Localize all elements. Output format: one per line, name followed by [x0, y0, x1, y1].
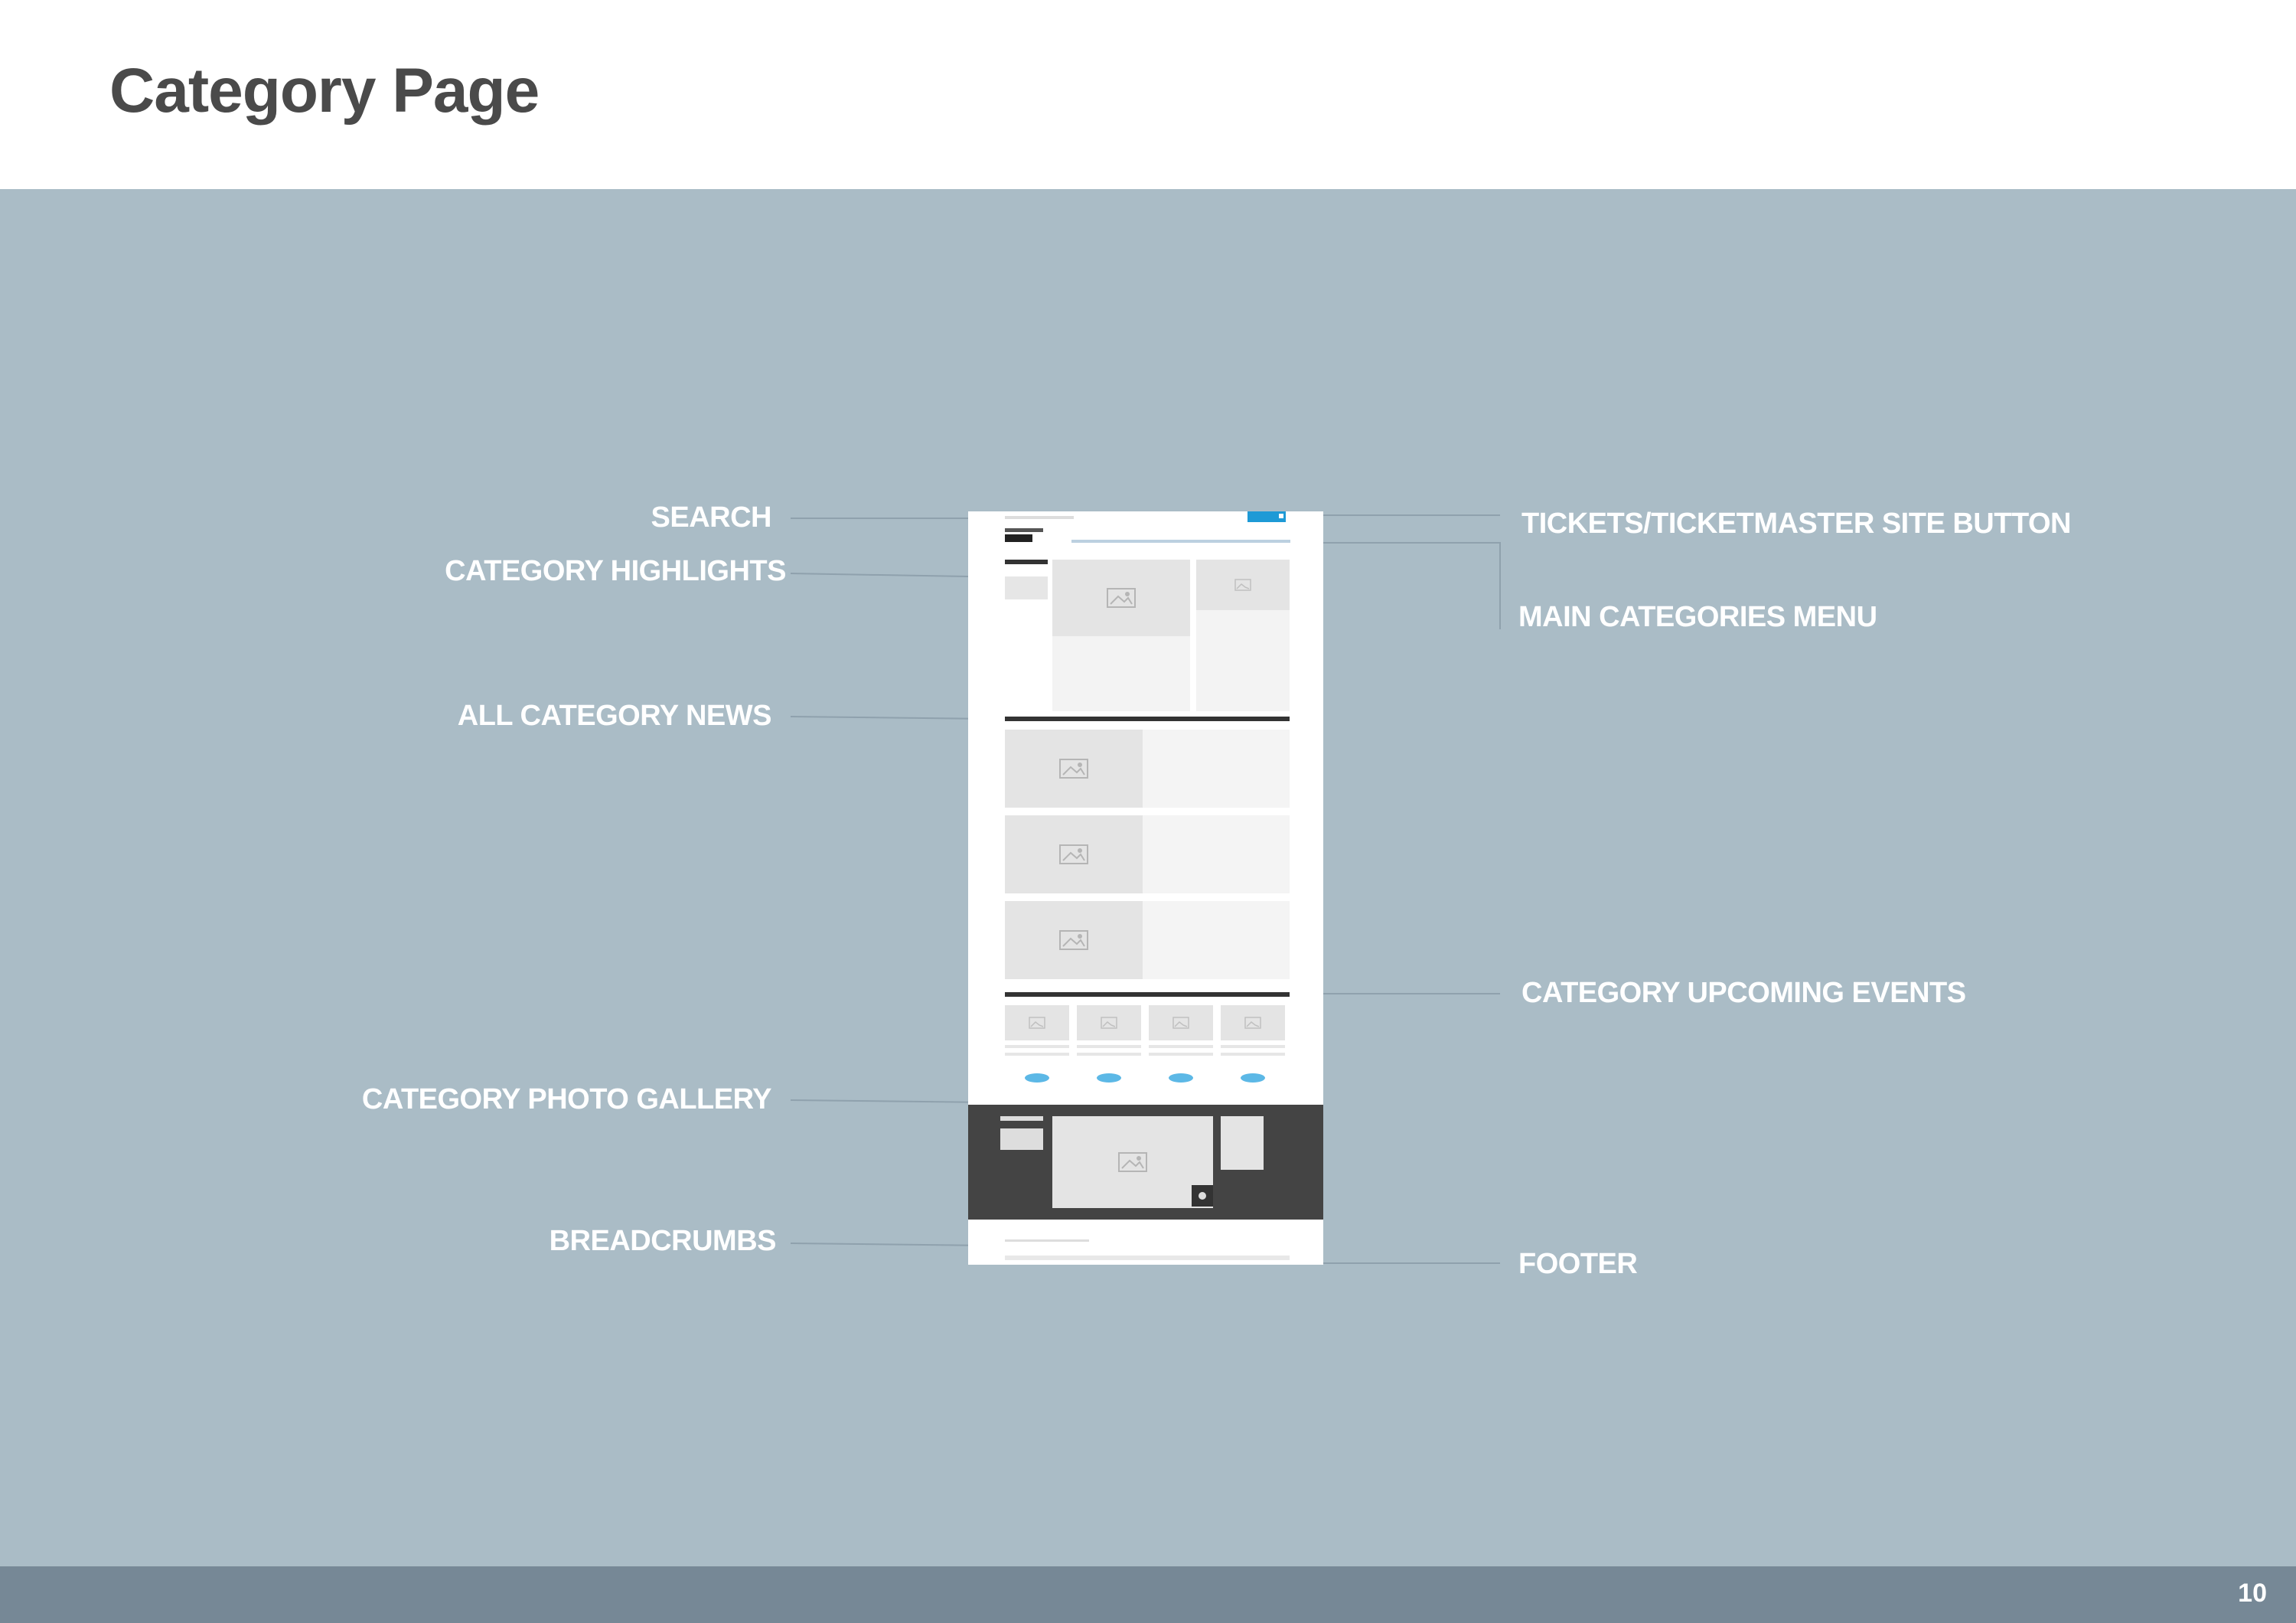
wireframe-thumbnail — [968, 511, 1323, 1265]
slide-header: Category Page — [0, 0, 2296, 189]
wireframe-events-heading — [1005, 992, 1290, 997]
label-category-highlights: CATEGORY HIGHLIGHTS — [445, 555, 786, 587]
label-category-photo-gallery: CATEGORY PHOTO GALLERY — [361, 1083, 772, 1115]
wireframe-tickets-button — [1247, 511, 1286, 522]
wireframe-breadcrumbs — [1005, 1239, 1089, 1242]
label-search: SEARCH — [651, 501, 772, 534]
label-footer: FOOTER — [1518, 1248, 1638, 1280]
page-title: Category Page — [109, 56, 540, 126]
wireframe-highlight-main — [1052, 560, 1190, 636]
label-tickets-button: TICKETS/TICKETMASTER SITE BUTTON — [1521, 508, 2071, 540]
label-category-upcoming-events: CATEGORY UPCOMING EVENTS — [1521, 977, 1966, 1009]
wireframe-events — [1005, 1005, 1285, 1083]
wireframe-news-list — [1005, 730, 1290, 979]
wireframe-search — [1005, 516, 1074, 519]
wireframe-news-heading — [1005, 717, 1290, 721]
connector-main-categories-menu — [1247, 542, 1501, 629]
wireframe-highlights-heading — [1005, 560, 1048, 564]
wireframe-footer — [1005, 1256, 1290, 1260]
slide-footer-bar: 10 — [0, 1566, 2296, 1623]
page-number: 10 — [2238, 1579, 2267, 1608]
label-all-category-news: ALL CATEGORY NEWS — [457, 700, 772, 732]
wireframe-logo — [1005, 528, 1043, 542]
wireframe-menu — [1071, 540, 1290, 543]
label-main-categories-menu: MAIN CATEGORIES MENU — [1518, 601, 1877, 633]
label-breadcrumbs: BREADCRUMBS — [549, 1225, 777, 1257]
